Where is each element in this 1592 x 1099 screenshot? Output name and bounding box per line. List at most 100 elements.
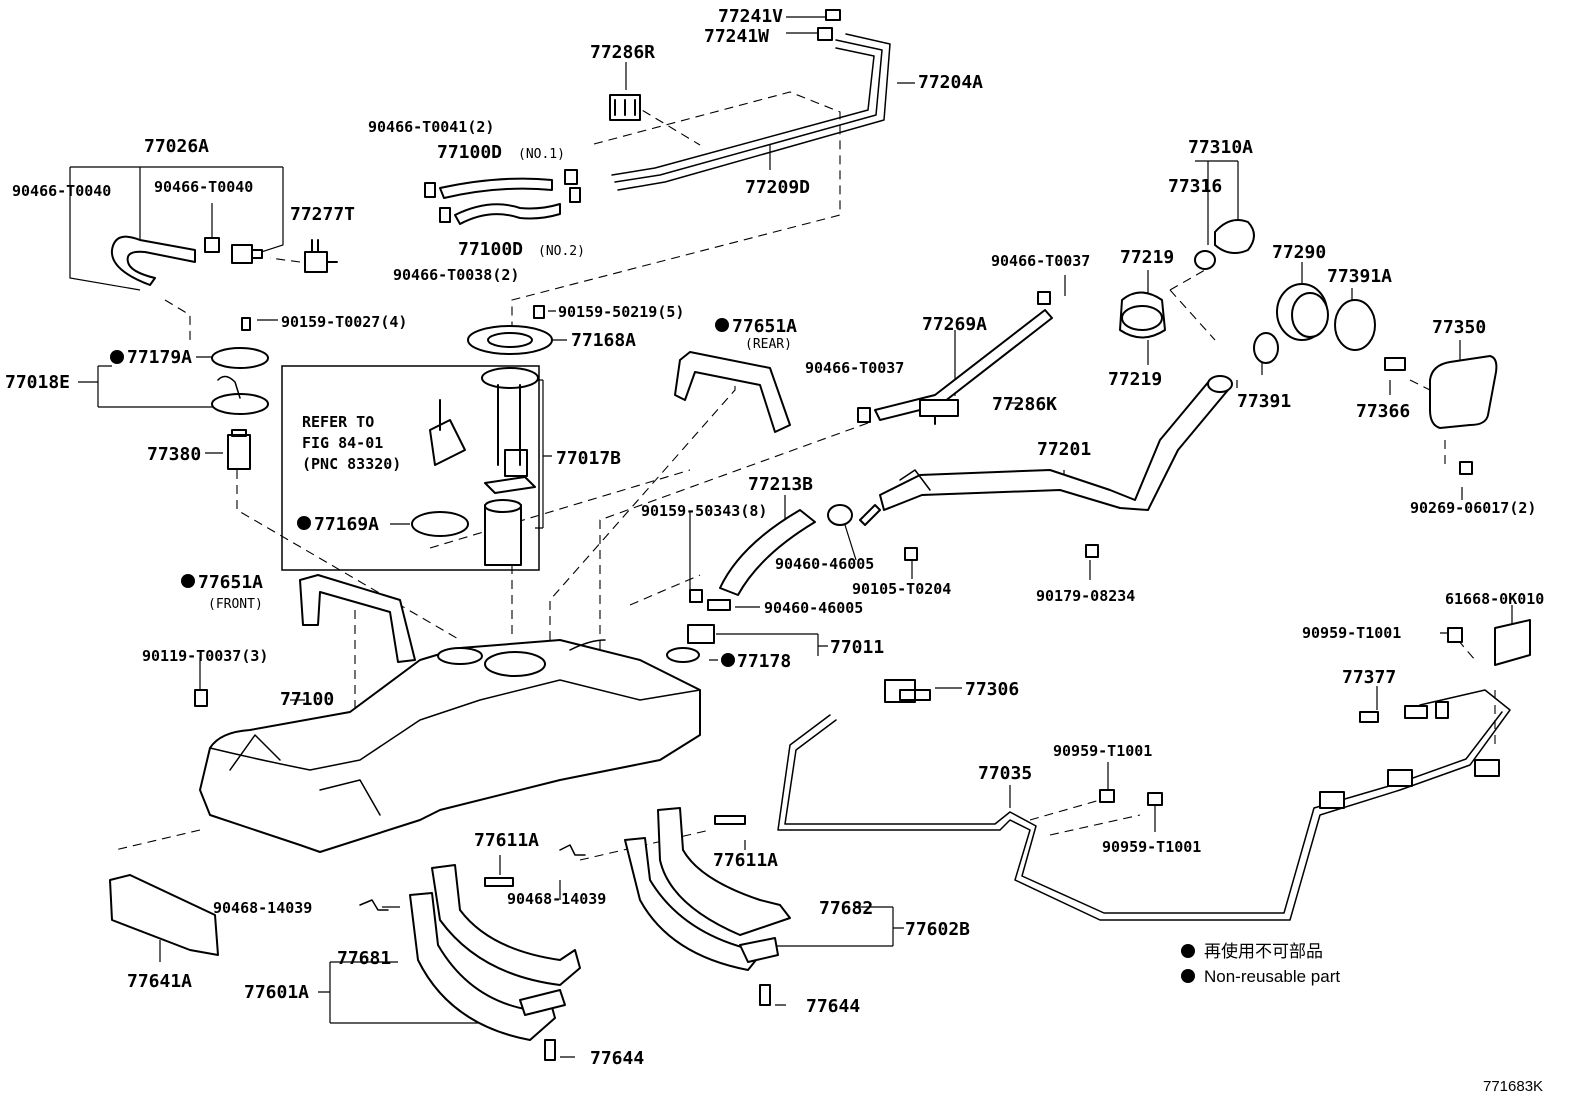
bullet-77651a-front bbox=[181, 574, 195, 588]
label-77100d-1: 77100D bbox=[437, 142, 502, 163]
label-90959-t1001a: 90959-T1001 bbox=[1302, 624, 1401, 642]
label-77611a-a: 77611A bbox=[474, 830, 539, 851]
strap-77602b bbox=[624, 807, 791, 1006]
label-77213b: 77213B bbox=[748, 474, 813, 495]
protector-77641a bbox=[109, 874, 219, 956]
label-90468-14039b: 90468-14039 bbox=[507, 890, 606, 908]
band-77651a-front bbox=[299, 574, 416, 663]
label-77018e: 77018E bbox=[5, 372, 70, 393]
label-77391: 77391 bbox=[1237, 391, 1291, 412]
label-90466-t0037b: 90466-T0037 bbox=[805, 359, 904, 377]
label-77286k: 77286K bbox=[992, 394, 1057, 415]
fuel-door-77350 bbox=[1384, 355, 1498, 475]
clamp-77286r bbox=[609, 94, 641, 121]
label-77651a-front: 77651A bbox=[198, 572, 263, 593]
label-90959-t1001c: 90959-T1001 bbox=[1102, 838, 1201, 856]
label-77169a: 77169A bbox=[314, 514, 379, 535]
label-90159-50343: 90159-50343(8) bbox=[641, 502, 767, 520]
label-77644a: 77644 bbox=[806, 996, 860, 1017]
legend-english: Non-reusable part bbox=[1204, 967, 1340, 986]
label-77269a: 77269A bbox=[922, 314, 987, 335]
label-77682: 77682 bbox=[819, 898, 873, 919]
label-77651a-rear: 77651A bbox=[732, 316, 797, 337]
label-front: (FRONT) bbox=[208, 597, 263, 612]
label-90959-t1001b: 90959-T1001 bbox=[1053, 742, 1152, 760]
label-90159-t0027: 90159-T0027(4) bbox=[281, 313, 407, 331]
label-77350: 77350 bbox=[1432, 317, 1486, 338]
label-77310a: 77310A bbox=[1188, 137, 1253, 158]
label-77380: 77380 bbox=[147, 444, 201, 465]
bullet-77169a bbox=[297, 516, 311, 530]
label-77100: 77100 bbox=[280, 689, 334, 710]
label-77277t: 77277T bbox=[290, 204, 355, 225]
label-77011: 77011 bbox=[830, 637, 884, 658]
fuel-tank-77100 bbox=[194, 639, 701, 853]
label-90466-t0037a: 90466-T0037 bbox=[991, 252, 1090, 270]
label-77017b: 77017B bbox=[556, 448, 621, 469]
label-77366: 77366 bbox=[1356, 401, 1410, 422]
figure-code: 771683K bbox=[1483, 1078, 1543, 1095]
label-77644b: 77644 bbox=[590, 1048, 644, 1069]
label-90159-50219: 90159-50219(5) bbox=[558, 303, 684, 321]
label-61668-0k010: 61668-0K010 bbox=[1445, 590, 1544, 608]
refer-line-1: REFER TO bbox=[302, 413, 374, 431]
label-77241w: 77241W bbox=[704, 26, 769, 47]
vent-tube-77035 bbox=[777, 619, 1531, 921]
label-77035: 77035 bbox=[978, 763, 1032, 784]
label-77178: 77178 bbox=[737, 651, 791, 672]
inlet-77290 bbox=[1253, 283, 1376, 364]
legend-bullet-2 bbox=[1181, 969, 1195, 983]
label-77219b: 77219 bbox=[1108, 369, 1162, 390]
refer-line-3: (PNC 83320) bbox=[302, 455, 401, 473]
fuel-gauge-77018e bbox=[211, 317, 269, 470]
label-77601a: 77601A bbox=[244, 982, 309, 1003]
label-77377: 77377 bbox=[1342, 667, 1396, 688]
label-90466-t0038: 90466-T0038(2) bbox=[393, 266, 519, 284]
label-77391a: 77391A bbox=[1327, 266, 1392, 287]
refer-line-2: FIG 84-01 bbox=[302, 434, 383, 452]
label-90105-t0204: 90105-T0204 bbox=[852, 580, 951, 598]
hose-77213b bbox=[666, 504, 881, 663]
label-77286r: 77286R bbox=[590, 42, 655, 63]
labels: 77241V 77241W 77286R 77204A 90466-T0041(… bbox=[5, 6, 1544, 1069]
label-90460-46005a: 90460-46005 bbox=[775, 555, 874, 573]
label-90179-08234: 90179-08234 bbox=[1036, 587, 1135, 605]
label-90468-14039a: 90468-14039 bbox=[213, 899, 312, 917]
label-77201: 77201 bbox=[1037, 439, 1091, 460]
label-77290: 77290 bbox=[1272, 242, 1326, 263]
legend: 再使用不可部品 Non-reusable part bbox=[1181, 941, 1340, 986]
bullet-77179a bbox=[110, 350, 124, 364]
label-90466-t0041: 90466-T0041(2) bbox=[368, 118, 494, 136]
label-90466-t0040a: 90466-T0040 bbox=[12, 182, 111, 200]
label-90269-06017: 90269-06017(2) bbox=[1410, 499, 1536, 517]
label-77209d: 77209D bbox=[745, 177, 810, 198]
label-77204a: 77204A bbox=[918, 72, 983, 93]
cushion-77219 bbox=[1119, 291, 1166, 339]
label-77026a: 77026A bbox=[144, 136, 209, 157]
label-77641a: 77641A bbox=[127, 971, 192, 992]
label-77611a-b: 77611A bbox=[713, 850, 778, 871]
legend-bullet-1 bbox=[1181, 944, 1195, 958]
label-77219a: 77219 bbox=[1120, 247, 1174, 268]
label-77306: 77306 bbox=[965, 679, 1019, 700]
filler-pipe-77201 bbox=[879, 375, 1233, 561]
label-no2: (NO.2) bbox=[538, 244, 585, 259]
band-77651a-rear bbox=[674, 351, 791, 433]
fuel-lines-77204a bbox=[611, 9, 891, 191]
label-no1: (NO.1) bbox=[518, 147, 565, 162]
label-77168a: 77168A bbox=[571, 330, 636, 351]
label-77241v: 77241V bbox=[718, 6, 783, 27]
hose-77100d bbox=[424, 169, 581, 225]
leader-lines bbox=[69, 16, 1513, 1058]
label-90466-t0040b: 90466-T0040 bbox=[154, 178, 253, 196]
label-90460-46005b: 90460-46005 bbox=[764, 599, 863, 617]
legend-japanese: 再使用不可部品 bbox=[1204, 941, 1323, 961]
hose-77026a bbox=[110, 235, 338, 286]
label-90119-t0037: 90119-T0037(3) bbox=[142, 647, 268, 665]
label-77602b: 77602B bbox=[905, 919, 970, 940]
filler-cap-77310a bbox=[1194, 219, 1255, 270]
label-77316: 77316 bbox=[1168, 176, 1222, 197]
strap-77601a bbox=[409, 864, 581, 1061]
label-77179a: 77179A bbox=[127, 347, 192, 368]
